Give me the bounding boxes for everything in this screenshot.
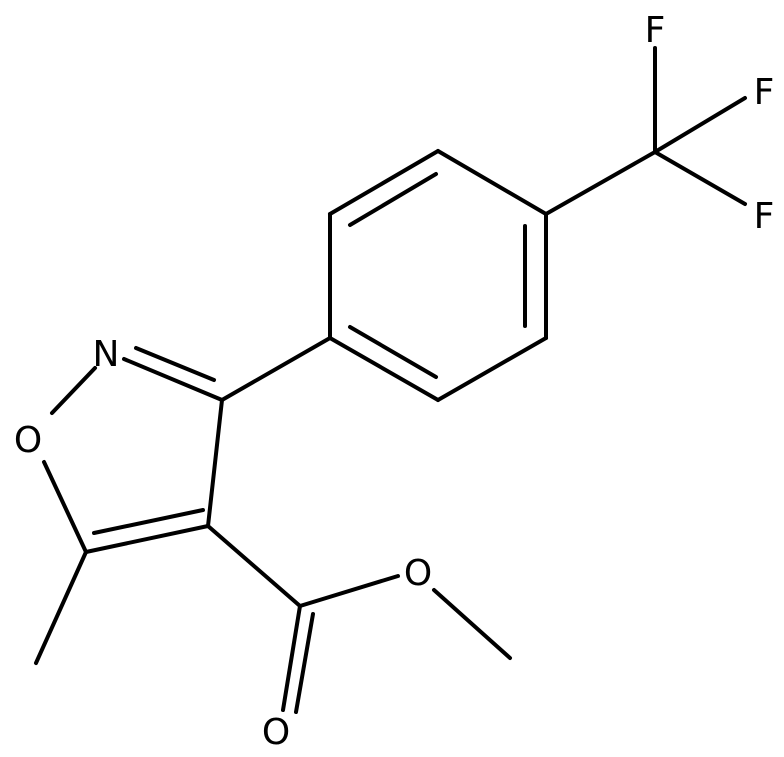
ring-bond-4-inner: [348, 325, 438, 379]
ring-bond-3: [436, 336, 548, 402]
bond-cf3-ring: [544, 150, 657, 216]
bond-c4-c3: [206, 398, 224, 528]
trifluoromethyl-group: [544, 46, 747, 216]
bond-c3-n-inner: [134, 346, 216, 382]
atom-label-f2: F: [754, 72, 775, 113]
isoxazole-ring: [42, 346, 224, 554]
atom-label-f1: F: [645, 10, 666, 51]
ring-bond-6: [328, 149, 440, 216]
bond-n-o: [50, 366, 97, 415]
bond-c-o-double-2: [294, 612, 315, 714]
bond-aryl-isoxazole: [220, 336, 332, 402]
ring-bond-4: [328, 336, 440, 402]
benzene-ring: [328, 149, 548, 402]
bond-methyl: [34, 550, 88, 665]
bond-o-methyl: [432, 588, 512, 660]
atom-label-n: N: [93, 334, 120, 375]
bond-c5-c4-inner: [92, 508, 205, 535]
atom-label-f3: F: [754, 196, 775, 237]
bond-c-f2: [653, 96, 747, 154]
bond-c3-n: [122, 357, 224, 402]
bond-c-f3: [653, 150, 747, 206]
ring-bond-1: [436, 149, 548, 216]
atom-label-o-carbonyl: O: [262, 712, 290, 753]
bond-c-o-double-1: [281, 604, 302, 712]
atom-label-o-ring: O: [14, 420, 42, 461]
atom-label-o-ester: O: [404, 553, 432, 594]
bond-o-c5: [42, 460, 88, 554]
ring-bond-6-inner: [348, 172, 438, 227]
bond-c5-c4: [84, 524, 210, 554]
bond-c-o-ester: [298, 574, 400, 608]
bond-c4-carbonyl-c: [206, 524, 302, 608]
ester-group: [206, 524, 512, 714]
